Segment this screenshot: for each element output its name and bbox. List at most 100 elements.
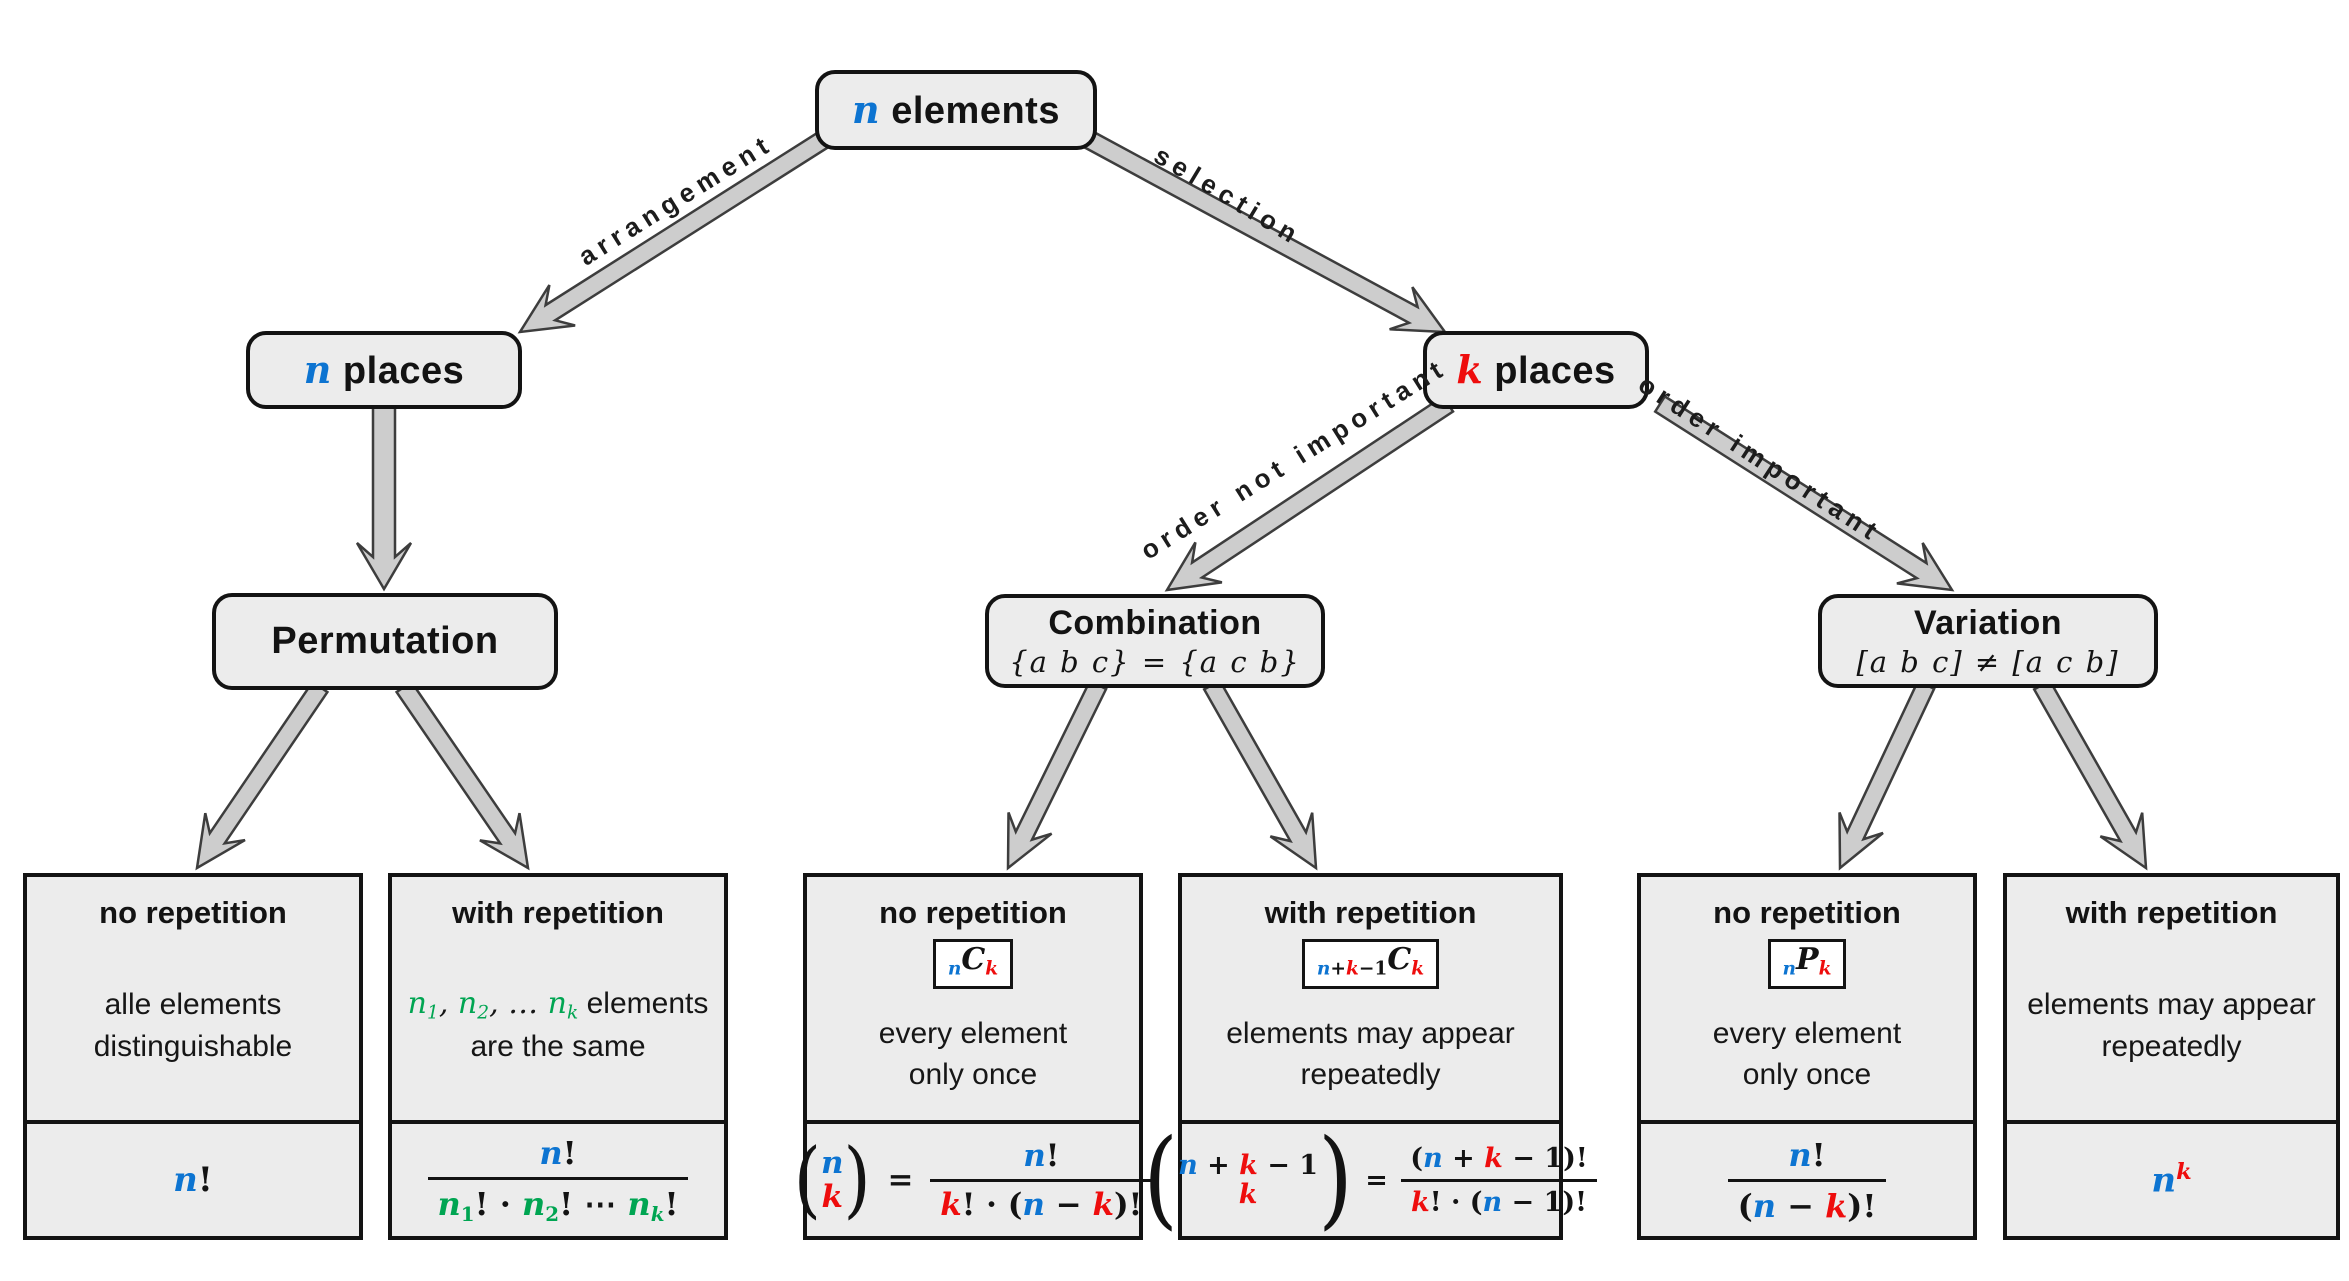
token: )! bbox=[1562, 1186, 1588, 1218]
right-paren: ) bbox=[1318, 1116, 1353, 1242]
token: n bbox=[522, 1185, 546, 1224]
token: 2 bbox=[545, 1201, 560, 1226]
node-title: Combination bbox=[1048, 603, 1262, 642]
leaf-title: with repetition bbox=[452, 895, 664, 930]
binomial-bottom: k bbox=[1239, 1180, 1258, 1209]
leaf-variation-with-repetition: with repetition elements may appear repe… bbox=[2003, 873, 2340, 1240]
node-title: k places bbox=[1456, 347, 1615, 393]
leaf-body-line: distinguishable bbox=[93, 1029, 293, 1063]
leaf-body-line: only once bbox=[1742, 1058, 1872, 1092]
token: n bbox=[1023, 1137, 1046, 1174]
token: ! bbox=[474, 1185, 489, 1224]
token: k bbox=[2176, 1159, 2192, 1186]
formula-run: nk bbox=[2151, 1159, 2191, 1200]
leaf-body: n1, n2, … nk elements are the same bbox=[408, 931, 709, 1120]
token: ( bbox=[1737, 1186, 1753, 1225]
token: P bbox=[1796, 942, 1819, 977]
token: n bbox=[627, 1185, 651, 1224]
token: − 1 bbox=[1502, 1142, 1564, 1174]
denominator: (n − k)! bbox=[1727, 1178, 1887, 1225]
token: n bbox=[437, 1185, 461, 1224]
leaf-formula-section: n! bbox=[27, 1120, 359, 1236]
connector-arrow bbox=[1164, 394, 1455, 592]
leaf-title: no repetition bbox=[99, 895, 287, 930]
token: k bbox=[1456, 347, 1484, 392]
node-variation: Variation [a b c] ≠ [a c b] bbox=[1818, 594, 2158, 688]
token: 2 bbox=[477, 1002, 490, 1024]
token: ! bbox=[664, 1185, 679, 1224]
denominator: k! · (n − 1)! bbox=[1400, 1178, 1598, 1218]
token: + bbox=[1442, 1142, 1485, 1174]
leaf-combination-with-repetition: with repetition n+k−1Ck elements may app… bbox=[1143, 873, 1598, 1242]
token: k bbox=[1092, 1186, 1114, 1223]
token: n bbox=[547, 986, 567, 1022]
leaf-body: every element only once bbox=[879, 989, 1067, 1120]
binomial-bottom: k bbox=[821, 1180, 842, 1214]
token: n bbox=[539, 1134, 563, 1173]
token: k bbox=[1410, 1186, 1430, 1218]
token: ! bbox=[562, 1134, 577, 1173]
token: elements bbox=[578, 987, 709, 1021]
token: ⋯ bbox=[573, 1185, 628, 1224]
right-paren: ) bbox=[843, 1130, 871, 1229]
token: + bbox=[1197, 1149, 1240, 1181]
token: − bbox=[1775, 1186, 1826, 1225]
leaf-formula-section: n!n1! · n2! ⋯ nk! bbox=[392, 1120, 724, 1236]
token: )! bbox=[1563, 1142, 1588, 1174]
connector-arrow bbox=[1080, 128, 1448, 334]
token: elements bbox=[880, 90, 1060, 132]
token: )! bbox=[1114, 1186, 1143, 1223]
leaf-body-line: n1, n2, … nk elements bbox=[408, 983, 709, 1026]
leaf-top: with repetition n+k−1Ck elements may app… bbox=[1182, 877, 1559, 1120]
token: ! bbox=[559, 1185, 574, 1224]
numerator: n! bbox=[529, 1134, 586, 1177]
token: elements may appear bbox=[2027, 988, 2316, 1022]
node-title: n places bbox=[304, 347, 465, 393]
formula: n! bbox=[173, 1160, 213, 1200]
token: elements may appear bbox=[1226, 1017, 1515, 1051]
token: ! bbox=[197, 1160, 213, 1200]
token: n bbox=[852, 87, 881, 132]
token: n bbox=[1782, 958, 1797, 980]
token: ! bbox=[1045, 1137, 1060, 1174]
formula-badge-nCk: nCk bbox=[932, 939, 1014, 989]
token: − bbox=[1044, 1186, 1093, 1223]
leaf-body-line: every element bbox=[1713, 1013, 1901, 1054]
token: n bbox=[2151, 1160, 2177, 1201]
binomial-top: n bbox=[821, 1146, 844, 1180]
token: + bbox=[1330, 958, 1346, 980]
leaf-body-line: repeatedly bbox=[2101, 1029, 2242, 1063]
leaf-permutation-no-repetition: no repetition alle elements distinguisha… bbox=[23, 873, 363, 1240]
token: n bbox=[1752, 1186, 1776, 1225]
formula: nk bbox=[2151, 1159, 2191, 1200]
denominator: k! · (n − k)! bbox=[930, 1178, 1153, 1223]
connector-arrow bbox=[195, 680, 330, 871]
leaf-body-line: elements may appear bbox=[2027, 984, 2316, 1025]
token: · bbox=[488, 1185, 523, 1224]
token: every element bbox=[1712, 1017, 1902, 1051]
node-combination: Combination {a b c} = {a c b} bbox=[985, 594, 1325, 688]
leaf-body-line: repeatedly bbox=[1300, 1058, 1441, 1092]
token: k bbox=[1411, 958, 1425, 980]
leaf-body-line: alle elements bbox=[105, 984, 282, 1025]
formula-badge-nPk: nPk bbox=[1767, 939, 1847, 989]
token: n bbox=[1423, 1142, 1443, 1174]
token: places bbox=[331, 350, 465, 392]
leaf-body-line: are the same bbox=[470, 1030, 646, 1064]
leaf-title: no repetition bbox=[879, 895, 1067, 930]
leaf-body-line: only once bbox=[908, 1058, 1038, 1092]
leaf-top: no repetition alle elements distinguisha… bbox=[27, 877, 359, 1120]
node-title: Variation bbox=[1913, 603, 2063, 642]
connector-arrow bbox=[394, 680, 530, 871]
token: k bbox=[1825, 1186, 1848, 1225]
token: n bbox=[820, 1144, 844, 1181]
formula: n!n1! · n2! ⋯ nk! bbox=[427, 1134, 689, 1226]
fraction: n!(n − k)! bbox=[1727, 1136, 1887, 1225]
leaf-body-line: every element bbox=[879, 1013, 1067, 1054]
numerator: n! bbox=[1013, 1138, 1069, 1179]
token: k bbox=[1484, 1142, 1503, 1174]
